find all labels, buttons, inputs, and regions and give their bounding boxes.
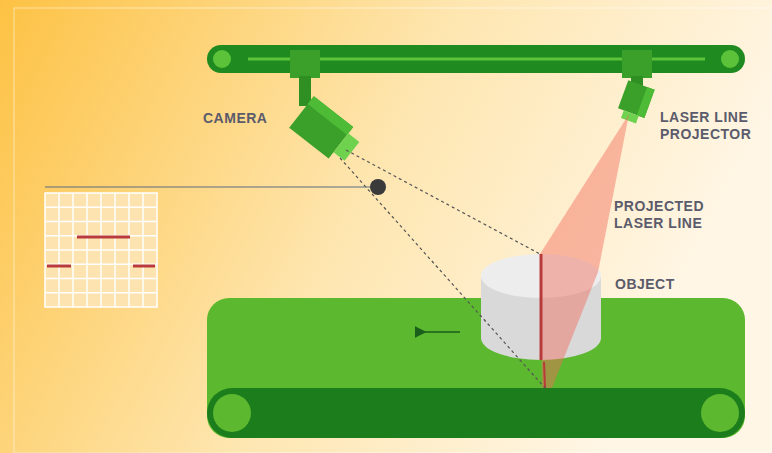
- part-label: PROJECTED LASER LINE: [614, 198, 714, 232]
- camera-sight-lines: [340, 150, 545, 388]
- part-label: OBJECT: [615, 276, 715, 293]
- conveyor-belt: [207, 298, 745, 438]
- grid-line: [58, 193, 60, 307]
- laser-beam: [540, 114, 629, 388]
- top-rail: [207, 45, 745, 73]
- part-label: CAMERA: [203, 110, 313, 127]
- grid-line: [114, 193, 116, 307]
- sensor-image-grid: [45, 193, 157, 307]
- grid-line: [142, 193, 144, 307]
- grid-line: [100, 193, 102, 307]
- grid-line: [72, 193, 74, 307]
- image-leader-line: [45, 186, 378, 187]
- projected-laser-line: [540, 254, 543, 360]
- laser-projector-symbol: [615, 50, 654, 125]
- camera-symbol: [289, 50, 364, 167]
- frame: [14, 8, 772, 453]
- lens-point: [370, 179, 386, 195]
- laser-line-on-belt: [544, 362, 545, 388]
- part-label: LASER LINE PROJECTOR: [660, 109, 760, 143]
- grid-line: [86, 193, 88, 307]
- grid-line: [128, 193, 130, 307]
